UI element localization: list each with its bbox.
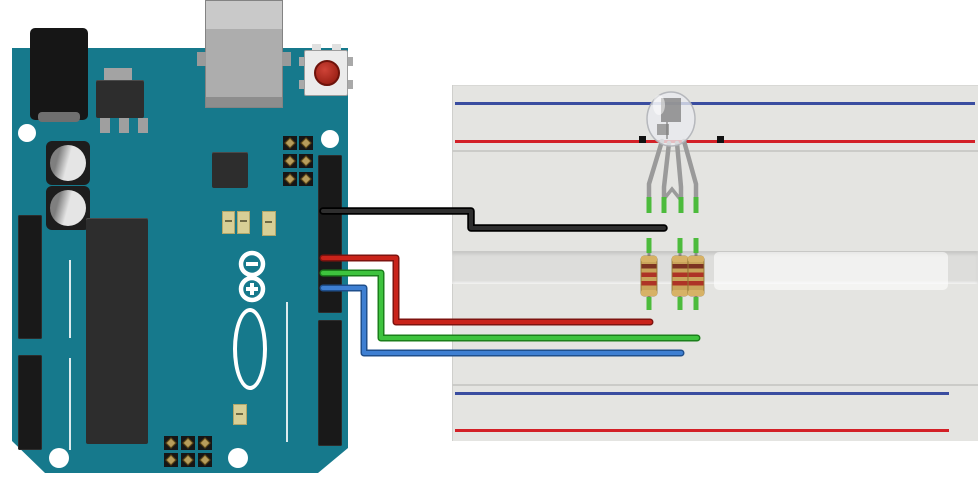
infinity-logo <box>238 250 266 303</box>
usb-connector <box>205 0 283 108</box>
power-header <box>18 215 42 339</box>
regulator-tab <box>104 68 132 82</box>
capacitor-top <box>50 190 86 226</box>
icsp2-pin <box>299 136 313 150</box>
usb-tab-right <box>282 52 291 66</box>
regulator-leg <box>138 118 148 133</box>
icsp2-pin <box>299 172 313 186</box>
microcontroller-chip <box>86 218 148 444</box>
analog-header <box>18 355 42 450</box>
digital-header-top <box>318 155 342 313</box>
breadboard-divider <box>452 150 978 152</box>
tx-led <box>237 211 250 234</box>
reset-leg <box>345 57 353 66</box>
usb-interface-chip <box>212 152 248 188</box>
regulator-leg <box>100 118 110 133</box>
mounting-hole <box>18 124 36 142</box>
reset-leg <box>299 57 307 66</box>
reset-button[interactable] <box>314 60 340 86</box>
reset-leg <box>299 80 307 89</box>
on-led <box>233 404 247 425</box>
digital-bracket <box>286 302 288 442</box>
icsp-pin <box>198 436 212 450</box>
power-jack-lip <box>38 112 80 122</box>
icsp-pin <box>181 453 195 467</box>
breadboard-divider <box>452 384 978 386</box>
top-rail-blue-line <box>455 102 975 105</box>
icsp-pin <box>164 453 178 467</box>
regulator-leg <box>119 118 129 133</box>
bottom-rail-blue-line <box>455 392 949 395</box>
bottom-rail-red-line <box>455 429 949 432</box>
uno-oval <box>233 308 267 390</box>
icsp-pin <box>164 436 178 450</box>
power-bracket <box>69 260 71 338</box>
reset-leg <box>345 80 353 89</box>
mounting-hole <box>321 130 339 148</box>
top-rail-red-line <box>455 140 975 143</box>
mounting-hole <box>228 448 248 468</box>
usb-tab-left <box>197 52 206 66</box>
watermark <box>714 252 948 290</box>
rx-led <box>222 211 235 234</box>
icsp2-pin <box>283 136 297 150</box>
analog-bracket <box>69 358 71 450</box>
icsp-pin <box>198 453 212 467</box>
capacitor-top <box>50 145 86 181</box>
icsp2-pin <box>283 172 297 186</box>
voltage-regulator <box>96 80 144 118</box>
mounting-hole <box>49 448 69 468</box>
icsp-pin <box>181 436 195 450</box>
icsp2-pin <box>283 154 297 168</box>
power-jack <box>30 28 88 120</box>
reset-tab <box>312 44 321 52</box>
l-led <box>262 211 276 236</box>
icsp2-pin <box>299 154 313 168</box>
reset-tab <box>332 44 341 52</box>
digital-header-bottom <box>318 320 342 446</box>
